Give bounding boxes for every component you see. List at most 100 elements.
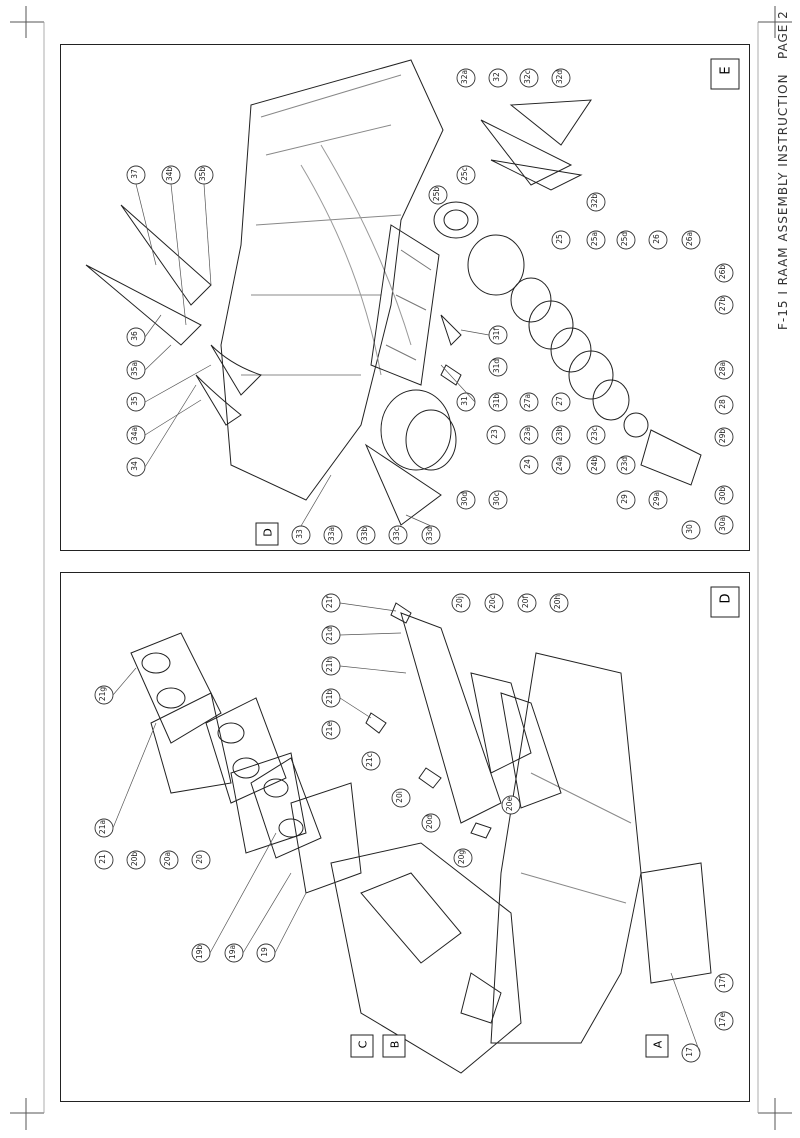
- callout-34b: [161, 165, 181, 185]
- callout-35b: [194, 165, 214, 185]
- callout-24b: [586, 455, 606, 475]
- callout-25c: [456, 165, 476, 185]
- callout-37: [126, 165, 146, 185]
- callout-35a: [126, 360, 146, 380]
- sheet-title-vertical: F-15 I RAAM ASSEMBLY INSTRUCTION PAGE 2: [776, 10, 796, 330]
- callout-34a: [126, 425, 146, 445]
- label-c: C: [356, 1040, 370, 1049]
- callout-20c: [484, 593, 504, 613]
- panel-letter-bottom: D: [718, 593, 734, 604]
- callout-33b: [356, 525, 376, 545]
- duct-21: [150, 692, 232, 794]
- callout-21c: [361, 751, 381, 771]
- callout-31f: [488, 325, 508, 345]
- callout-32: [488, 68, 508, 88]
- callout-24: [519, 455, 539, 475]
- callout-20h: [549, 593, 569, 613]
- callout-28a: [714, 360, 734, 380]
- callout-30d: [456, 490, 476, 510]
- duct-19: [290, 782, 362, 894]
- callout-25b: [428, 185, 448, 205]
- panel-letter-box: [710, 586, 740, 618]
- callout-28: [714, 395, 734, 415]
- callout-29a: [648, 490, 668, 510]
- label-a: A: [651, 1040, 665, 1049]
- label-box-a: [645, 1034, 669, 1058]
- callout-33c: [388, 525, 408, 545]
- callout-30a: [714, 515, 734, 535]
- duct-20: [230, 752, 307, 854]
- callout-26a: [681, 230, 701, 250]
- callout-26: [648, 230, 668, 250]
- wing-fuselage-part: [220, 59, 444, 501]
- callout-21: [94, 850, 114, 870]
- callout-29: [616, 490, 636, 510]
- callout-25d: [616, 230, 636, 250]
- callout-20d: [421, 813, 441, 833]
- sheet-title: F-15 I RAAM ASSEMBLY INSTRUCTION PAGE 2: [776, 10, 790, 330]
- callout-20g: [453, 848, 473, 868]
- exploded-diagram-top: [85, 58, 740, 546]
- callout-31b: [488, 392, 508, 412]
- callout-19a: [224, 943, 244, 963]
- callout-33d: [421, 525, 441, 545]
- callout-23c: [586, 425, 606, 445]
- callout-32c: [519, 68, 539, 88]
- callout-30b: [714, 485, 734, 505]
- callout-21h: [321, 656, 341, 676]
- callout-30: [681, 520, 701, 540]
- callout-20j: [451, 593, 471, 613]
- label-box-b: [382, 1034, 406, 1058]
- callout-23: [486, 425, 506, 445]
- callout-20f: [517, 593, 537, 613]
- callout-31d: [488, 357, 508, 377]
- label-d-top: D: [261, 528, 275, 537]
- nozzle-cone-part: [640, 429, 702, 486]
- wing-part: [490, 652, 642, 1044]
- callout-21a: [94, 818, 114, 838]
- tail-fin-part: [480, 119, 573, 186]
- callout-25a: [586, 230, 606, 250]
- spine-part: [400, 612, 502, 824]
- assembly-panel-bottom: D C B A: [60, 572, 750, 1102]
- callout-21g: [94, 685, 114, 705]
- callout-20e: [501, 795, 521, 815]
- label-box-d: [255, 522, 279, 546]
- fuselage-box-part: [330, 842, 522, 1074]
- callout-19: [256, 943, 276, 963]
- callout-29b: [714, 427, 734, 447]
- callout-26b: [714, 263, 734, 283]
- callout-36: [126, 327, 146, 347]
- callout-17: [681, 1043, 701, 1063]
- gear-bay-part: [640, 862, 712, 984]
- duct-plate-21g: [130, 632, 222, 744]
- callout-21d: [321, 625, 341, 645]
- callout-32b: [586, 192, 606, 212]
- callout-23d: [616, 455, 636, 475]
- stabilizer-part: [85, 264, 202, 346]
- panel-letter-box: [710, 58, 740, 90]
- callout-20a: [159, 850, 179, 870]
- callout-32d: [551, 68, 571, 88]
- callout-23a: [519, 425, 539, 445]
- callout-35: [126, 392, 146, 412]
- callout-27a: [519, 392, 539, 412]
- callout-17e: [714, 1011, 734, 1031]
- callout-20b: [126, 850, 146, 870]
- duct-plate-19b: [250, 757, 322, 859]
- callout-33a: [323, 525, 343, 545]
- duct-plate-20b: [205, 697, 287, 804]
- callout-31: [456, 392, 476, 412]
- callout-23b: [551, 425, 571, 445]
- ring-part: [433, 201, 479, 239]
- callout-21f: [321, 593, 341, 613]
- engine-face-part: [380, 389, 452, 471]
- exhaust-part: [364, 443, 442, 526]
- callout-19b: [191, 943, 211, 963]
- callout-21e: [321, 720, 341, 740]
- callout-30c: [488, 490, 508, 510]
- nozzle-section-part: [467, 234, 525, 296]
- exploded-diagram-bottom: [94, 586, 740, 1074]
